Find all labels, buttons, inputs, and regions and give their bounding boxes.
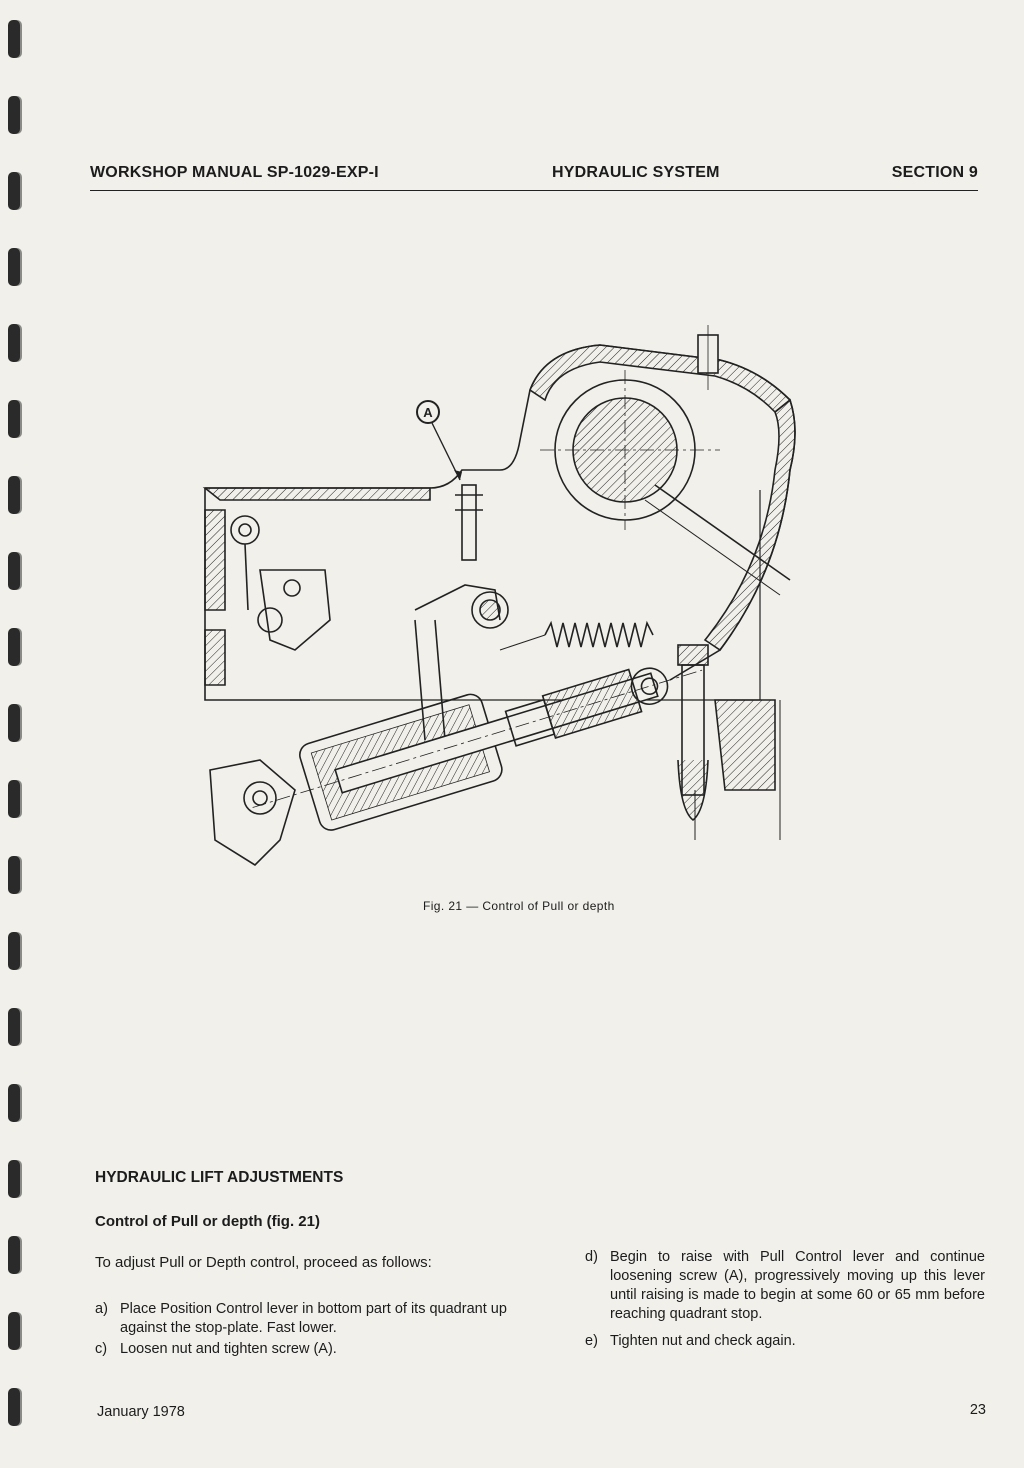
step-label: a): [95, 1301, 108, 1317]
page-number: 23: [969, 1402, 986, 1418]
step-text: Loosen nut and tighten screw (A).: [120, 1341, 337, 1357]
figure-caption: Fig. 21 — Control of Pull or depth: [423, 899, 615, 913]
binding-ring: [8, 1388, 20, 1426]
binding-ring: [8, 172, 20, 210]
subsection-title: Control of Pull or depth (fig. 21): [95, 1213, 320, 1230]
step-label: d): [585, 1249, 598, 1265]
intro-paragraph: To adjust Pull or Depth control, proceed…: [95, 1254, 432, 1271]
binding-ring: [8, 400, 20, 438]
binding-ring: [8, 96, 20, 134]
step-item: a) Place Position Control lever in botto…: [95, 1300, 515, 1338]
step-item: e) Tighten nut and check again.: [585, 1332, 985, 1351]
step-label: e): [585, 1333, 598, 1349]
step-text: Place Position Control lever in bottom p…: [120, 1301, 507, 1336]
binding-ring: [8, 856, 20, 894]
section-title: HYDRAULIC LIFT ADJUSTMENTS: [95, 1169, 344, 1186]
binding-ring: [8, 1008, 20, 1046]
binding-ring: [8, 1236, 20, 1274]
binding-ring: [8, 932, 20, 970]
manual-title: WORKSHOP MANUAL SP-1029-EXP-I: [90, 164, 379, 181]
step-item: c) Loosen nut and tighten screw (A).: [95, 1340, 515, 1359]
binding-ring: [8, 1160, 20, 1198]
section-number: SECTION 9: [891, 164, 978, 181]
binding-ring: [8, 1084, 20, 1122]
step-text: Begin to raise with Pull Control lever a…: [610, 1249, 985, 1322]
hydraulic-control-drawing: A: [202, 325, 796, 867]
binding-ring: [8, 248, 20, 286]
page-header: WORKSHOP MANUAL SP-1029-EXP-I HYDRAULIC …: [90, 162, 978, 191]
step-item: d) Begin to raise with Pull Control leve…: [585, 1248, 985, 1324]
spiral-binding: [0, 0, 48, 1468]
binding-ring: [8, 476, 20, 514]
steps-left-column: a) Place Position Control lever in botto…: [95, 1300, 515, 1361]
binding-ring: [8, 552, 20, 590]
callout-a: A: [416, 400, 462, 481]
callout-a-label: A: [423, 405, 433, 420]
steps-right-column: d) Begin to raise with Pull Control leve…: [585, 1248, 985, 1353]
footer-date: January 1978: [97, 1404, 185, 1420]
step-label: c): [95, 1341, 108, 1357]
binding-ring: [8, 1312, 20, 1350]
binding-ring: [8, 780, 20, 818]
binding-ring: [8, 628, 20, 666]
binding-ring: [8, 704, 20, 742]
step-text: Tighten nut and check again.: [610, 1333, 796, 1349]
chapter-title: HYDRAULIC SYSTEM: [552, 164, 720, 181]
binding-ring: [8, 324, 20, 362]
binding-ring: [8, 20, 20, 58]
